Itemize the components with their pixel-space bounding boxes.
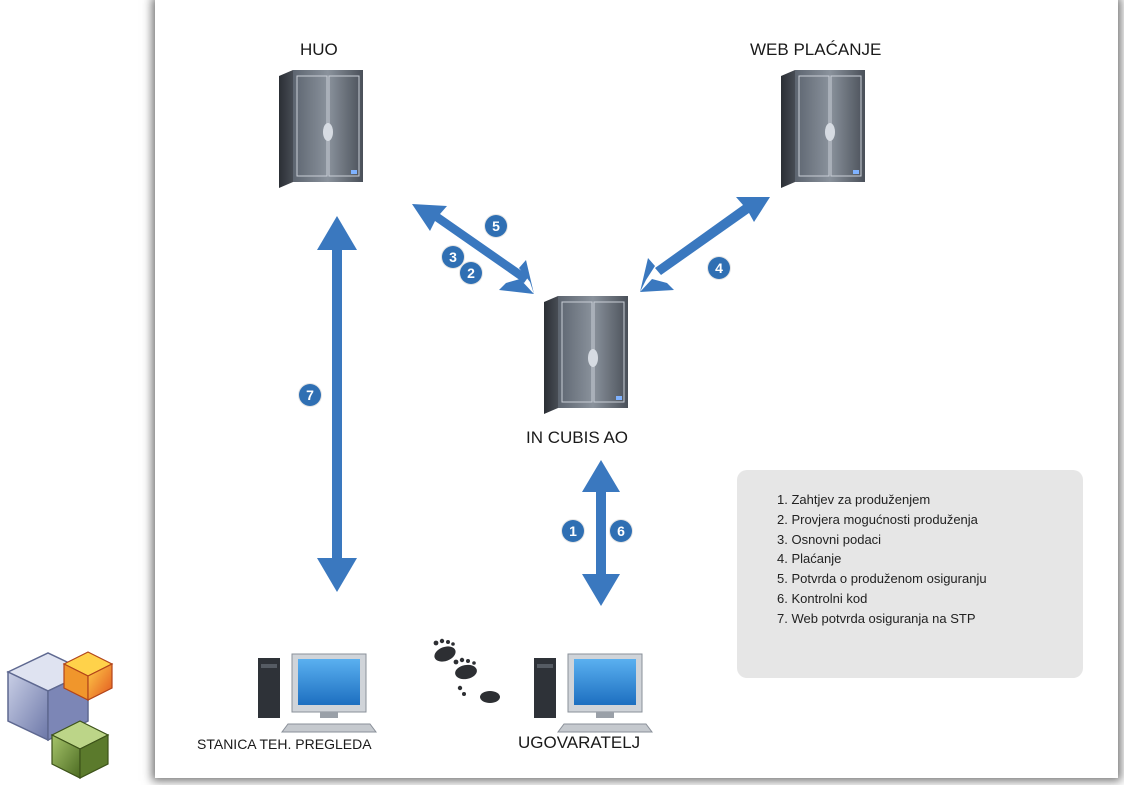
legend-item-6: 6. Kontrolni kod [777,590,868,606]
footprints-icon [433,638,500,703]
legend-list: 1. Zahtjev za produženjem 2. Provjera mo… [737,470,1083,629]
arrow-huo-in-cubis [412,204,534,294]
step-badge-2: 2 [460,262,482,284]
server-web-placanje-icon [781,70,865,188]
node-label-stanica: STANICA TEH. PREGLEDA [197,736,372,752]
node-label-ugovaratelj: UGOVARATELJ [518,733,641,752]
workstation-ugovaratelj-icon [534,653,653,733]
legend-item-2: 2. Provjera mogućnosti produženja [777,511,978,527]
node-label-huo: HUO [300,40,338,59]
legend-item-5: 5. Potvrda o produženom osiguranju [777,571,987,587]
logo-cubes-icon [6,651,114,779]
workstation-stanica-icon [258,653,377,733]
arrow-in-cubis-ugovaratelj [582,460,620,606]
node-label-in-cubis: IN CUBIS AO [526,428,629,447]
legend-item-7: 7. Web potvrda osiguranja na STP [777,610,976,626]
server-in-cubis-icon [544,296,628,414]
node-label-web-placanje: WEB PLAĆANJE [750,40,882,59]
arrow-7-huo-stanica [317,216,357,592]
step-badge-6: 6 [610,520,632,542]
step-badge-5: 5 [485,215,507,237]
arrow-web-placanje-in-cubis [640,197,770,292]
legend-item-3: 3. Osnovni podaci [777,531,882,547]
legend-item-1: 1. Zahtjev za produženjem [777,492,931,507]
server-huo-icon [279,70,363,188]
step-badge-7: 7 [299,384,321,406]
legend-box: 1. Zahtjev za produženjem 2. Provjera mo… [737,470,1083,678]
legend-item-4: 4. Plaćanje [777,551,842,567]
step-badge-3: 3 [442,246,464,268]
step-badge-1: 1 [562,520,584,542]
step-badge-4: 4 [708,257,730,279]
